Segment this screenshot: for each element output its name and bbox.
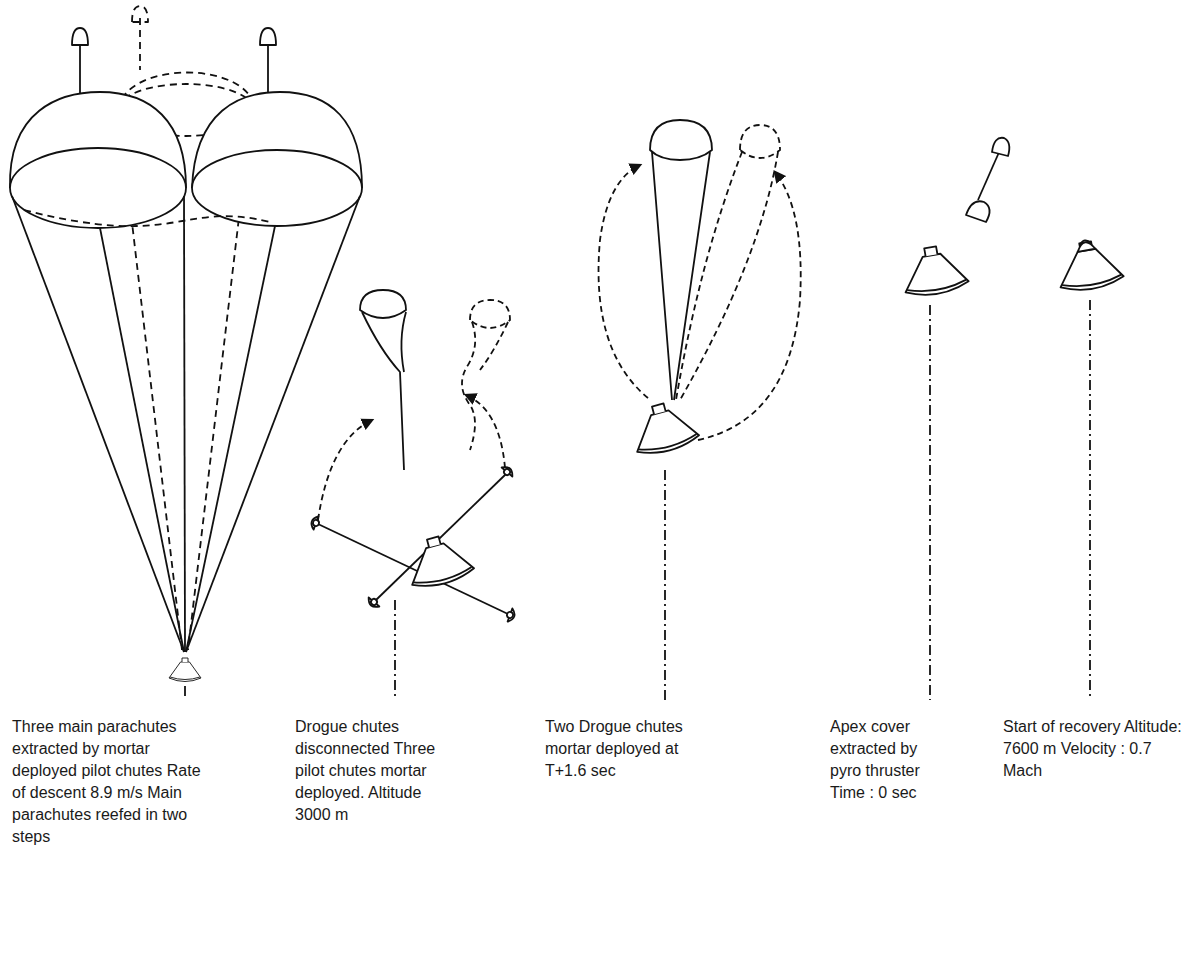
canopy-rim [10,148,186,228]
trajectory-line [394,600,396,700]
drogue-release [309,290,516,700]
drogue-chute [500,464,516,479]
motion-arrow [599,165,648,398]
pilot-chute [132,6,148,22]
riser-line [12,196,184,652]
motion-arrow [698,172,801,440]
main-parachutes [10,6,362,700]
capsule [1054,237,1125,294]
drogue-chute [505,607,517,623]
drogue-chute [650,120,712,160]
trajectory-line [1089,300,1091,700]
pilot-chute [260,28,276,45]
pilot-line [79,45,81,93]
trajectory-line [664,470,666,700]
pilot-line [139,18,141,70]
apex-cover-release [899,138,1010,700]
motion-arrow [466,395,505,468]
trajectory-line [929,305,931,700]
capsule [627,397,701,459]
pilot-chute [72,28,88,45]
drogue-line [376,474,506,600]
motion-arrow [318,420,372,520]
capsule [402,530,476,592]
canopy-rim [192,150,362,226]
apex-cover [966,201,990,222]
drogue-line [318,524,508,614]
step-caption: Two Drogue chutes mortar deployed at T+1… [545,716,710,782]
drogue-chute [309,515,321,531]
recovery-start [1054,237,1125,700]
apex-cover [1076,239,1095,252]
capsule [169,658,201,682]
pilot-chute [992,138,1009,156]
hidden-rim [24,210,270,226]
pilot-chute [360,290,406,318]
step-caption: Drogue chutes disconnected Three pilot c… [295,716,445,826]
pilot-chute-dashed [462,300,510,450]
pilot-line [401,312,406,372]
riser-line [184,196,185,652]
capsule [899,242,970,299]
drogue-deploy [599,120,801,700]
pilot-line [362,312,404,470]
drogue-chute-dashed [676,125,780,400]
step-caption: Start of recovery Altitude: 7600 m Veloc… [1003,716,1185,782]
drogue-chute [366,595,382,610]
step-caption: Apex cover extracted by pyro thruster Ti… [830,716,942,804]
trajectory-line [184,686,186,700]
step-caption: Three main parachutes extracted by morta… [12,716,202,848]
riser-line [186,196,360,652]
pilot-line [267,45,269,93]
riser-line [186,226,275,652]
riser-line [100,228,184,652]
pilot-line [978,150,1000,200]
